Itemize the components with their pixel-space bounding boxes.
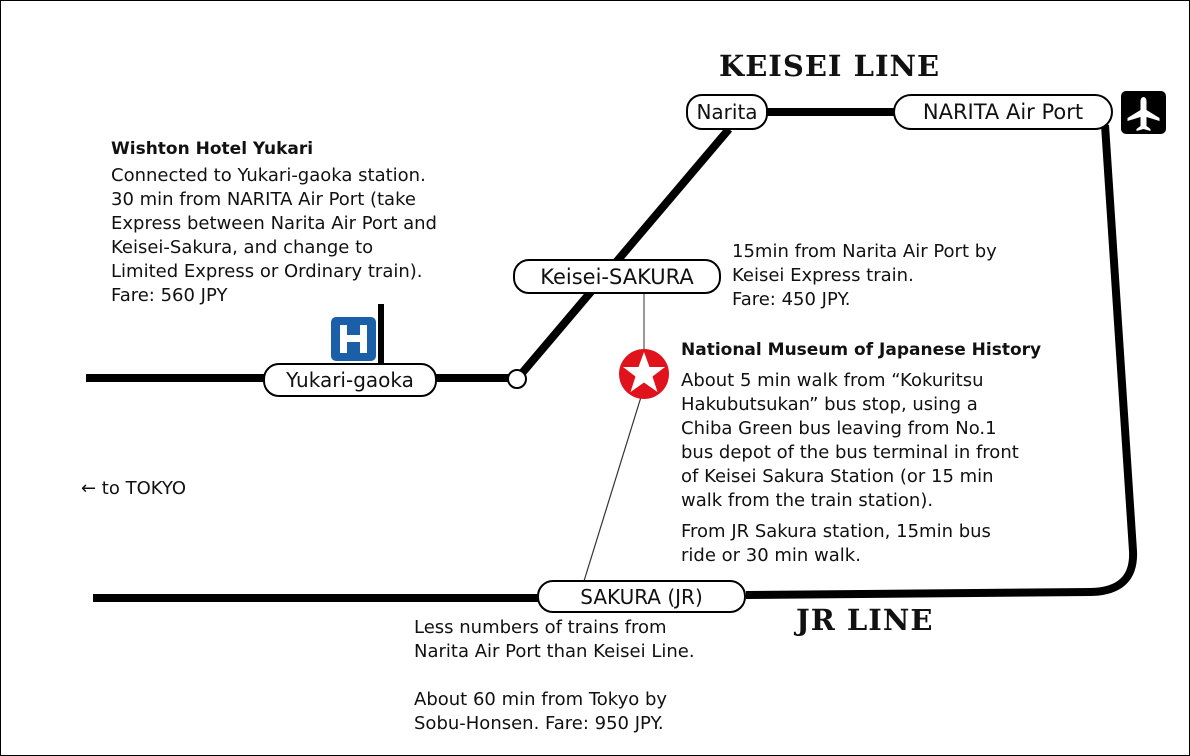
jr-note-line: About 60 min from Tokyo by [414, 689, 668, 710]
museum-line: From JR Sakura station, 15min bus [681, 521, 991, 542]
hotel-line: 30 min from NARITA Air Port (take [111, 189, 416, 210]
station-sakura-jr[interactable]: SAKURA (JR) [537, 580, 746, 613]
museum-line: walk from the train station). [681, 490, 934, 511]
jr-note-line: Narita Air Port than Keisei Line. [414, 641, 695, 662]
museum-line: ride or 30 min walk. [681, 545, 861, 566]
airplane-icon [1121, 91, 1166, 134]
keisei-line-title: KEISEI LINE [719, 49, 941, 83]
museum-line: Hakubutsukan” bus stop, using a [681, 394, 978, 415]
hotel-line: Express between Narita Air Port and [111, 213, 437, 234]
hotel-line: Connected to Yukari-gaoka station. [111, 165, 426, 186]
keisei-note-fare: Fare: 450 JPY. [732, 289, 851, 310]
hotel-icon [331, 317, 376, 361]
museum-line: bus depot of the bus terminal in front [681, 442, 1019, 463]
junction-node [507, 369, 527, 389]
hotel-line: Limited Express or Ordinary train). [111, 261, 423, 282]
museum-line: of Keisei Sakura Station (or 15 min [681, 466, 994, 487]
keisei-note-line: 15min from Narita Air Port by [732, 241, 997, 262]
keisei-diagonal [513, 126, 733, 382]
museum-title: National Museum of Japanese History [681, 340, 1042, 360]
jr-note-fare: Sobu-Honsen. Fare: 950 JPY. [414, 713, 664, 734]
hotel-title: Wishton Hotel Yukari [111, 139, 314, 159]
station-narita[interactable]: Narita [686, 94, 768, 130]
museum-line: About 5 min walk from “Kokuritsu [681, 370, 984, 391]
keisei-note-line: Keisei Express train. [732, 265, 914, 286]
jr-note-line: Less numbers of trains from [414, 617, 667, 638]
museum-star-icon [619, 349, 669, 399]
station-narita-airport[interactable]: NARITA Air Port [893, 94, 1113, 130]
station-keisei-sakura[interactable]: Keisei-SAKURA [513, 259, 721, 294]
jr-line-title: JR LINE [796, 603, 934, 637]
museum-connector-jr [583, 396, 642, 582]
museum-line: Chiba Green bus leaving from No.1 [681, 418, 997, 439]
hotel-fare: Fare: 560 JPY [111, 285, 228, 306]
to-tokyo-label: ← to TOKYO [81, 478, 187, 499]
hotel-line: Keisei-Sakura, and change to [111, 237, 374, 258]
station-yukari-gaoka[interactable]: Yukari-gaoka [263, 363, 437, 397]
jr-line [745, 124, 1138, 599]
